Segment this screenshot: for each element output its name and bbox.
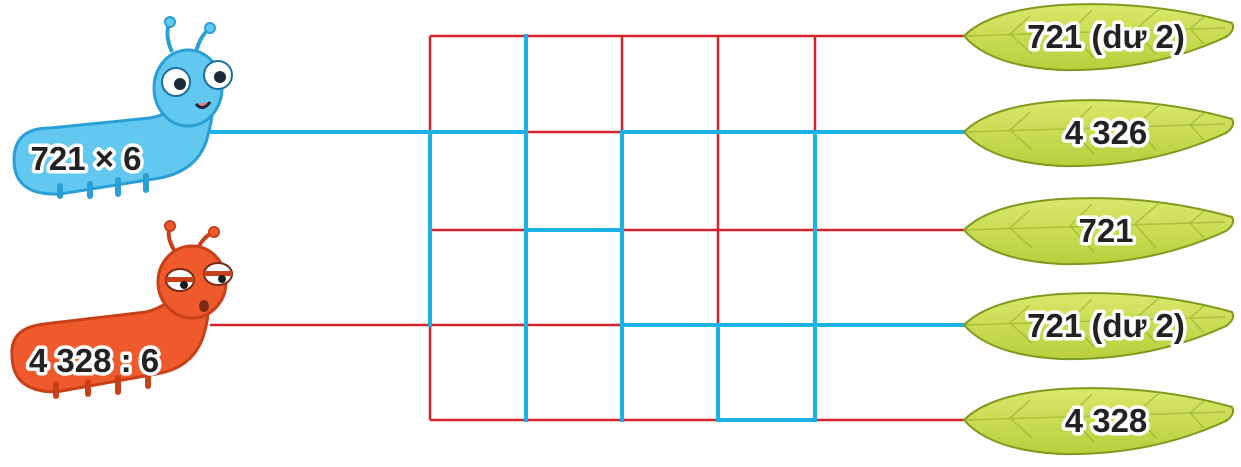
caterpillar-mouth bbox=[199, 300, 209, 312]
blue-caterpillar-label: 721 × 6 bbox=[30, 140, 141, 177]
pupil bbox=[218, 275, 226, 283]
answer-leaf[interactable]: 721 (dư 2) bbox=[964, 293, 1233, 359]
blue-caterpillar: 721 × 6 bbox=[14, 17, 232, 196]
pupil bbox=[180, 281, 188, 289]
answer-leaf[interactable]: 4 326 bbox=[964, 100, 1233, 166]
antenna-tip bbox=[209, 227, 219, 237]
antenna-tip bbox=[205, 23, 215, 33]
blue-path bbox=[212, 36, 968, 420]
antenna-tip bbox=[165, 221, 175, 231]
pupil bbox=[174, 78, 186, 90]
leaf-label: 4 328 bbox=[1065, 402, 1148, 439]
orange-caterpillar-label: 4 328 : 6 bbox=[29, 342, 159, 379]
leaf-label: 721 (dư 2) bbox=[1027, 307, 1185, 344]
leaf-label: 4 326 bbox=[1065, 114, 1148, 151]
answer-leaves: 721 (dư 2) 4 326 721 721 (dư 2) 4 328 bbox=[964, 4, 1233, 454]
answer-leaf[interactable]: 721 bbox=[964, 198, 1233, 264]
answer-leaf[interactable]: 721 (dư 2) bbox=[964, 4, 1233, 70]
pupil bbox=[214, 71, 226, 83]
leaf-label: 721 bbox=[1078, 212, 1133, 249]
leaf-label: 721 (dư 2) bbox=[1027, 18, 1185, 55]
antenna-tip bbox=[165, 17, 175, 27]
orange-caterpillar: 4 328 : 6 bbox=[12, 221, 232, 396]
answer-leaf[interactable]: 4 328 bbox=[964, 388, 1233, 454]
